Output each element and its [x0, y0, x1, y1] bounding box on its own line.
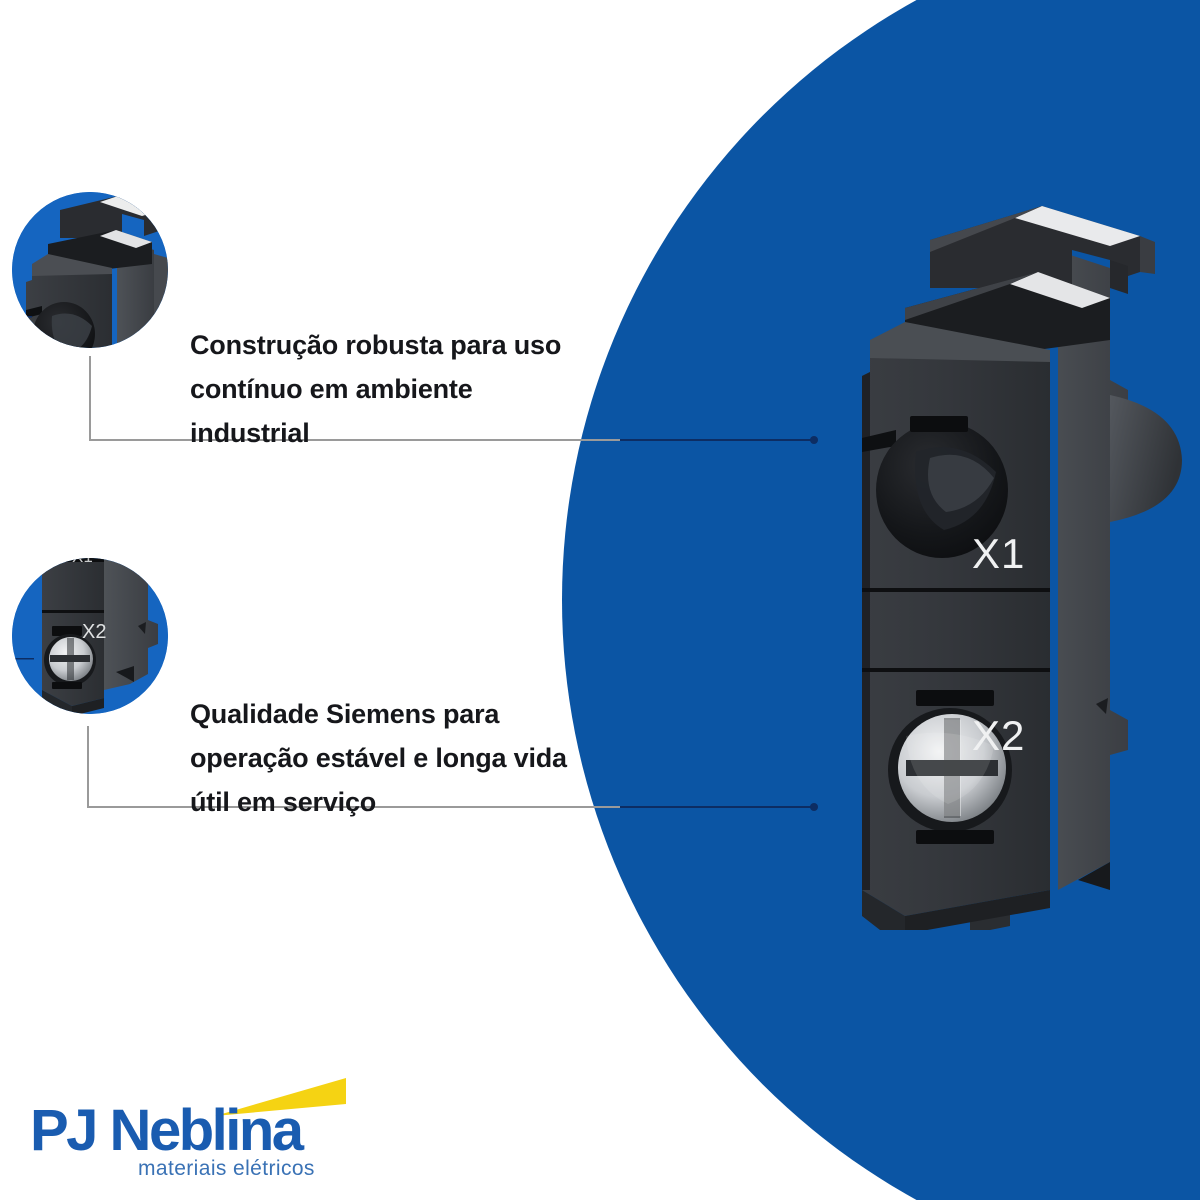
- logo-wordmark: PJ Neblina: [30, 1098, 304, 1163]
- svg-text:X1: X1: [72, 558, 93, 566]
- svg-text:X2: X2: [972, 712, 1025, 759]
- callout-text-1: Construção robusta para uso contínuo em …: [190, 330, 562, 448]
- logo-subtitle: materiais elétricos: [138, 1157, 315, 1180]
- callout-text-2: Qualidade Siemens para operação estável …: [190, 699, 567, 817]
- brand-logo[interactable]: PJ Neblina materiais elétricos: [30, 1075, 360, 1185]
- thumbnail-x1-closeup: X1: [12, 192, 168, 348]
- product-image-contact-block: X1 X2: [810, 190, 1200, 930]
- thumbnail-x2-closeup: X1 X2: [12, 558, 168, 714]
- svg-text:X1: X1: [972, 530, 1025, 577]
- svg-text:X2: X2: [82, 621, 106, 643]
- logo-swoosh-icon: [213, 1078, 348, 1118]
